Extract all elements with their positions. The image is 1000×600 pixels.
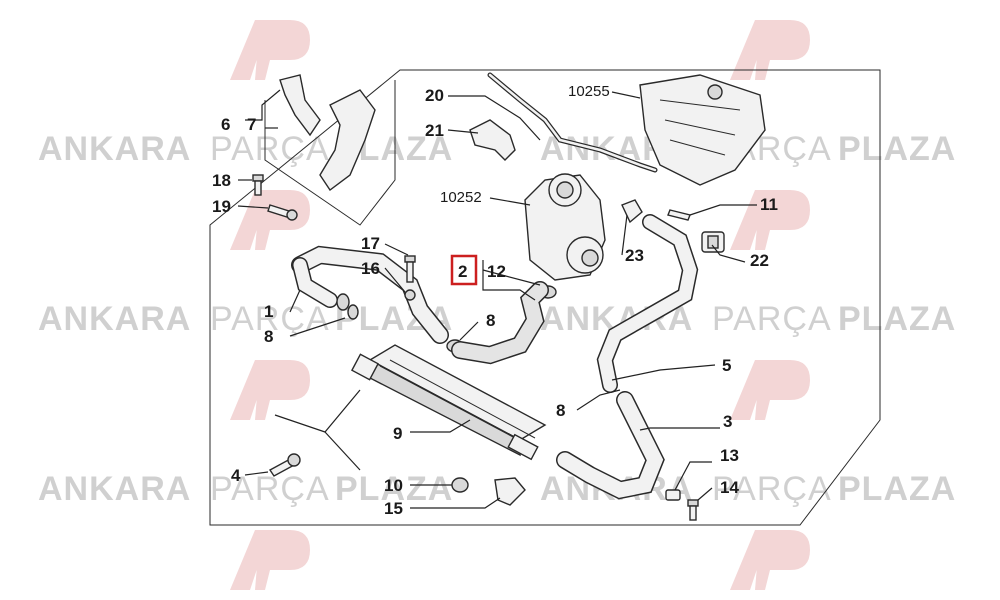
label-20: 20 [425,86,444,105]
intercooler-9 [350,344,547,461]
watermark-logo-icon [230,530,310,590]
label-1: 1 [264,302,273,321]
label-5: 5 [722,356,731,375]
label-22: 22 [750,251,769,270]
label-12: 12 [487,262,506,281]
watermark-logo-icon [230,20,310,80]
watermark-brand-left: ANKARA [38,470,191,508]
watermark-logo-icon [730,20,810,80]
label-8-left: 8 [264,327,273,346]
watermark-brand-mid: PARÇA [712,300,832,338]
label-14: 14 [720,478,739,497]
watermark-logo-icon [230,190,310,250]
watermark-brand-left: ANKARA [38,130,191,168]
bolt-18 [252,174,264,196]
bolt-19 [267,204,298,221]
leader-lines [237,89,757,509]
label-23: 23 [625,246,644,265]
watermark-text: ANKARA PARÇA PLAZA ANKARA PARÇA PLAZA AN… [38,130,956,508]
bracket-assembly [264,74,396,226]
watermark-logo-icon [230,360,310,420]
label-13: 13 [720,446,739,465]
watermark-brand-mid: PARÇA [210,470,330,508]
bracket-21 [469,119,516,161]
nut-16 [404,289,416,301]
watermark-brand-left: ANKARA [38,300,191,338]
label-8-center: 8 [486,311,495,330]
label-2: 2 [458,262,467,281]
label-10255: 10255 [568,83,610,100]
watermark-brand-right: PLAZA [335,470,453,508]
watermark-brand-mid: PARÇA [712,470,832,508]
clamp-8 [336,293,350,311]
turbocharger-10252 [524,173,606,281]
screw-11 [667,209,691,221]
label-10: 10 [384,476,403,495]
bolt-17 [404,255,416,283]
label-3: 3 [723,412,732,431]
gasket-23 [621,199,643,224]
watermark-brand-right: PLAZA [838,130,956,168]
diagram-frame [209,69,881,526]
clamp-10 [451,477,469,493]
label-10252: 10252 [440,189,482,206]
label-18: 18 [212,171,231,190]
label-16: 16 [361,259,380,278]
bolt-4 [268,453,301,477]
part-labels: 20 21 10255 10252 11 22 23 2 12 8 1 8 17… [212,83,778,518]
bolt-14 [687,499,699,521]
label-8-right: 8 [556,401,565,420]
label-6: 6 [221,115,230,134]
watermark-brand-mid: PARÇA [210,130,330,168]
label-7: 7 [247,115,256,134]
bracket-15 [494,477,526,506]
watermark-brand-right: PLAZA [838,470,956,508]
intake-manifold-10255 [639,74,766,186]
clamp-8 [347,304,359,320]
label-15: 15 [384,499,403,518]
watermark-brand-right: PLAZA [838,300,956,338]
label-11: 11 [760,195,778,214]
bracket-part-7 [279,74,321,137]
label-21: 21 [425,121,444,140]
label-9: 9 [393,424,402,443]
highlight-box [450,254,478,286]
watermark-brand-mid: PARÇA [210,300,330,338]
label-17: 17 [361,234,380,253]
sensor-22 [701,231,725,253]
watermark-logo-icon [730,530,810,590]
bracket-part-6 [319,89,376,192]
label-4: 4 [231,466,241,485]
watermark-logo-icon [730,360,810,420]
bolt-13 [665,489,681,501]
label-19: 19 [212,197,231,216]
